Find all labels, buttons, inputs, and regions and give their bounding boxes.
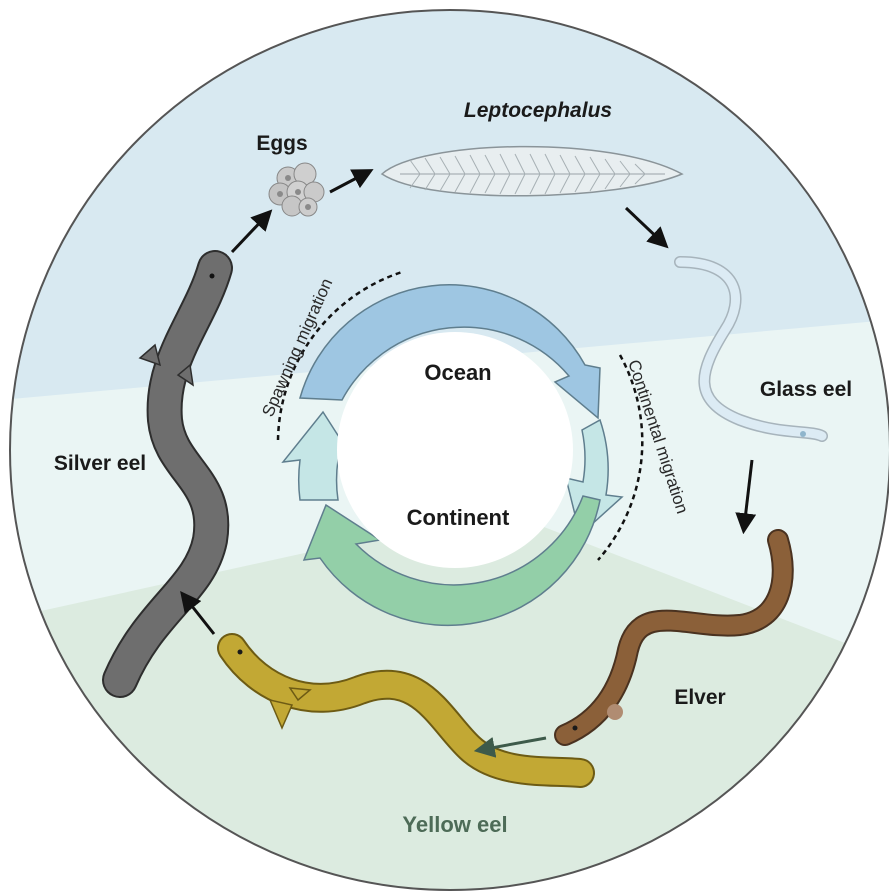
elver-label: Elver: [674, 686, 725, 709]
silver-eel-label: Silver eel: [54, 452, 146, 475]
yellow-eel-label: Yellow eel: [402, 812, 507, 837]
eggs-label: Eggs: [256, 132, 307, 155]
continent-label: Continent: [407, 505, 510, 530]
leptocephalus-label: Leptocephalus: [464, 99, 612, 122]
ocean-label: Ocean: [424, 360, 491, 385]
glass-eel-label: Glass eel: [760, 378, 852, 401]
